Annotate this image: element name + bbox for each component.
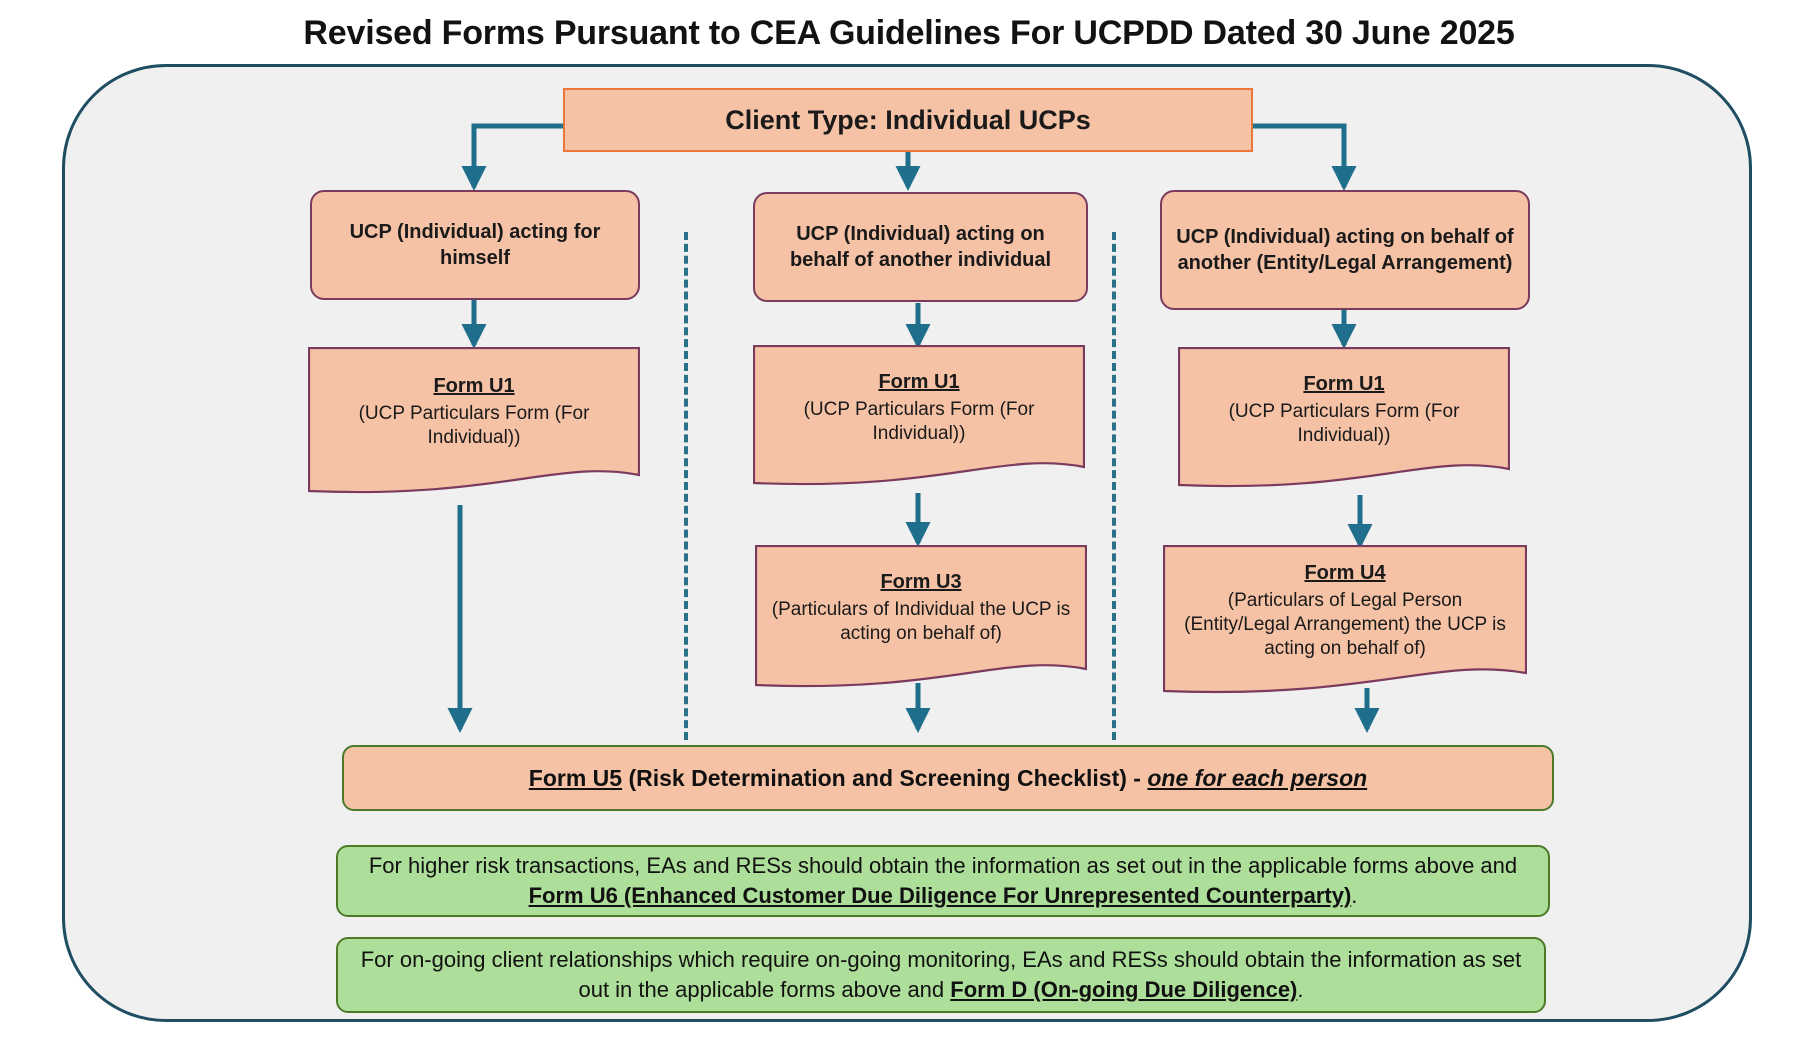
- form-u1-col2-title: Form U1: [878, 371, 960, 393]
- branch-label-2: UCP (Individual) acting on behalf of ano…: [789, 223, 1052, 271]
- form-u1-col2-subtitle: (UCP Particulars Form (For Individual)): [803, 398, 1035, 444]
- note-higher-risk-lead: For higher risk transactions, EAs and RE…: [368, 853, 1518, 879]
- document-shape: [1163, 545, 1527, 694]
- branch-box-behalf-of-entity[interactable]: UCP (Individual) acting on behalf of ano…: [1160, 190, 1530, 310]
- form-u1-col3-subtitle: (UCP Particulars Form (For Individual)): [1228, 400, 1460, 446]
- column-separator-2: [1112, 232, 1116, 740]
- note-higher-risk-text: For higher risk transactions, EAs and RE…: [356, 851, 1530, 910]
- root-label: Client Type: Individual UCPs: [725, 104, 1091, 135]
- form-u4-title: Form U4: [1304, 562, 1386, 584]
- form-u1-col3-node[interactable]: Form U1 (UCP Particulars Form (For Indiv…: [1178, 347, 1510, 497]
- column-separator-1: [684, 232, 688, 740]
- note-ongoing-bold: Form D (On-going Due Diligence): [950, 977, 1298, 1002]
- document-shape: [308, 347, 640, 494]
- branch-label-3: UCP (Individual) acting on behalf of ano…: [1176, 226, 1514, 274]
- form-u5-emphasis: one for each person: [1147, 764, 1368, 791]
- form-u5-text: Form U5 (Risk Determination and Screenin…: [529, 765, 1367, 792]
- form-u4-subtitle: (Particulars of Legal Person (Entity/Leg…: [1184, 589, 1506, 660]
- page-title: Revised Forms Pursuant to CEA Guidelines…: [303, 14, 1515, 52]
- note-ongoing[interactable]: For on-going client relationships which …: [336, 937, 1546, 1013]
- note-ongoing-lead: For on-going client relationships which …: [360, 947, 1522, 1002]
- document-shape: [755, 545, 1087, 688]
- form-u1-col1-subtitle: (UCP Particulars Form (For Individual)): [358, 402, 590, 448]
- note-ongoing-text: For on-going client relationships which …: [356, 945, 1526, 1004]
- form-u1-col3-title: Form U1: [1303, 373, 1385, 395]
- form-u5-bar[interactable]: Form U5 (Risk Determination and Screenin…: [342, 745, 1554, 811]
- form-u1-col1-title: Form U1: [433, 375, 515, 397]
- note-higher-risk-tail: .: [1351, 883, 1358, 908]
- root-client-type-box[interactable]: Client Type: Individual UCPs: [563, 88, 1253, 152]
- form-u1-col2-node[interactable]: Form U1 (UCP Particulars Form (For Indiv…: [753, 345, 1085, 495]
- note-ongoing-tail: .: [1297, 977, 1304, 1002]
- note-higher-risk[interactable]: For higher risk transactions, EAs and RE…: [336, 845, 1550, 917]
- form-u3-subtitle: (Particulars of Individual the UCP is ac…: [771, 598, 1071, 644]
- form-u1-col1-node[interactable]: Form U1 (UCP Particulars Form (For Indiv…: [308, 347, 640, 505]
- form-u5-label: Form U5: [528, 764, 623, 791]
- form-u3-title: Form U3: [880, 571, 962, 593]
- form-u3-node[interactable]: Form U3 (Particulars of Individual the U…: [755, 545, 1087, 697]
- branch-box-acting-for-himself[interactable]: UCP (Individual) acting for himself: [310, 190, 640, 300]
- document-shape: [1178, 347, 1510, 488]
- document-shape: [753, 345, 1085, 486]
- note-higher-risk-bold: Form U6 (Enhanced Customer Due Diligence…: [528, 883, 1352, 908]
- branch-label-1: UCP (Individual) acting for himself: [349, 221, 601, 269]
- form-u4-node[interactable]: Form U4 (Particulars of Legal Person (En…: [1163, 545, 1527, 703]
- form-u5-middle: (Risk Determination and Screening Checkl…: [622, 764, 1148, 791]
- branch-box-behalf-of-individual[interactable]: UCP (Individual) acting on behalf of ano…: [753, 192, 1088, 302]
